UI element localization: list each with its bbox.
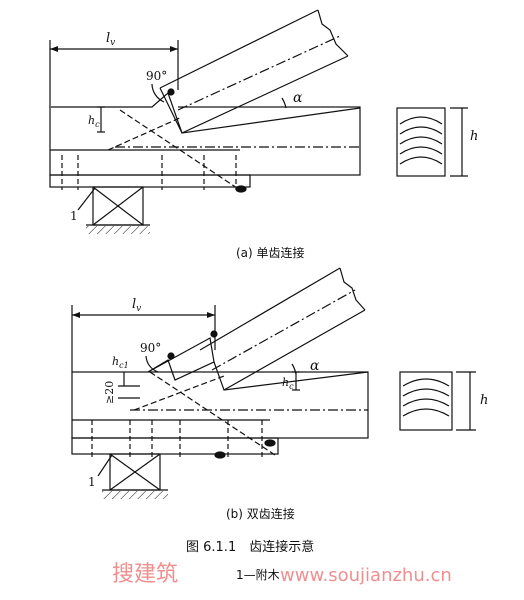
- grain-a5: [399, 156, 443, 165]
- section-a: [396, 107, 446, 177]
- watermark-cn: 搜建筑: [112, 562, 178, 587]
- subcaption-b: (b) 双齿连接: [226, 506, 295, 521]
- angle-arc-90-b: [145, 355, 159, 373]
- bolt-nut-a: [235, 185, 247, 193]
- support-x2-a: [92, 186, 144, 226]
- grain-a4: [399, 146, 443, 155]
- attached-block-a: [49, 174, 251, 188]
- leader-1-a: [77, 187, 96, 211]
- grain-b2: [402, 388, 450, 397]
- alpha-arc-a: [281, 97, 287, 109]
- bolt-nut-b2: [214, 451, 226, 459]
- rafter-a: [159, 9, 349, 134]
- subcaption-a: (a) 单齿连接: [236, 245, 305, 260]
- rafter-centerline-a: [177, 35, 341, 111]
- break-mark-b: [339, 267, 366, 311]
- grain-b4: [402, 408, 450, 417]
- angle-90-label-a: 90°: [146, 69, 167, 83]
- angle-90-label-b: 90°: [140, 341, 161, 355]
- grain-a3: [399, 136, 443, 145]
- member-1-label-b: 1: [88, 475, 96, 489]
- bottom-chord-b: [71, 371, 369, 439]
- leader-1-b: [97, 454, 113, 477]
- hc-label-a: hc: [88, 114, 100, 129]
- ground-hatch-b: [102, 491, 168, 499]
- figure-title: 图 6.1.1 齿连接示意: [186, 539, 314, 555]
- ge20-label-b: ≥20: [103, 381, 116, 404]
- dim-arrow-right-a: [170, 46, 178, 52]
- hc-label-b: hc: [282, 376, 294, 391]
- bolt-nut-b: [264, 439, 276, 447]
- ground-hatch-a: [86, 226, 150, 234]
- h-label-a: h: [470, 129, 478, 144]
- grain-a1: [399, 116, 443, 125]
- dim-arrow-left-b: [72, 312, 80, 318]
- rafter-centerline-b: [211, 289, 356, 371]
- member-1-label-a: 1: [70, 209, 78, 223]
- lv-label-b: lv: [132, 297, 141, 314]
- hc1-label-b: hc1: [112, 355, 129, 370]
- bolt-head-b: [167, 352, 175, 360]
- alpha-label-a: α: [293, 90, 303, 106]
- dim-arrow-left-a: [50, 46, 58, 52]
- bolt-line-a: [119, 109, 241, 191]
- alpha-label-b: α: [310, 358, 320, 374]
- grain-b3: [402, 398, 450, 407]
- lv-label-a: lv: [106, 31, 115, 48]
- h-label-b: h: [480, 393, 488, 408]
- grain-a2: [399, 126, 443, 135]
- rafter-hidden-b: [133, 375, 225, 411]
- figure-note: 1—附木: [236, 568, 280, 582]
- bolt-head-a: [167, 88, 175, 96]
- support-x2-b: [109, 453, 161, 491]
- rafter-tooth-b: [147, 337, 215, 373]
- grain-b1: [402, 378, 450, 387]
- bolt-head-b2: [210, 330, 218, 338]
- watermark-url: www.soujianzhu.cn: [280, 565, 452, 586]
- attached-block-b: [71, 437, 279, 455]
- diagram-b: [71, 267, 476, 499]
- break-mark-a: [317, 9, 349, 57]
- bolt-line-b: [149, 371, 276, 456]
- section-b: [399, 371, 453, 431]
- notch-cut-b: [147, 359, 369, 391]
- angle-arc-90-a: [151, 83, 165, 103]
- diagram-a: [49, 9, 468, 234]
- dim-arrow-right-b: [207, 312, 215, 318]
- rafter-hidden-a: [107, 116, 183, 151]
- bottom-chord-a: [49, 106, 361, 176]
- rafter-b: [199, 267, 366, 391]
